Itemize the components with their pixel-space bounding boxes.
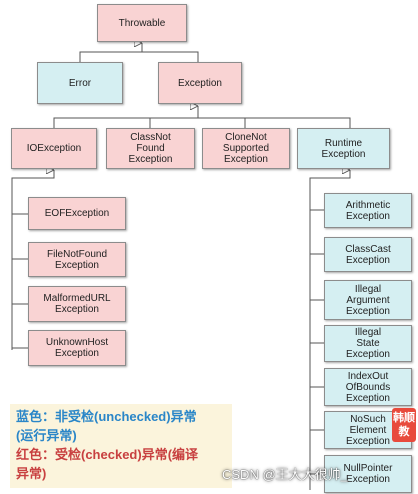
node-arithmeticexception: Arithmetic Exception — [324, 193, 412, 228]
author-badge: 韩顺 教 — [392, 408, 416, 442]
node-illegalargumentexception: Illegal Argument Exception — [324, 280, 412, 320]
edge-exception-branch — [53, 117, 351, 128]
node-malformedurlexception: MalformedURL Exception — [28, 286, 126, 322]
node-ioexception: IOException — [11, 128, 97, 169]
edge-runtime — [309, 170, 351, 490]
node-exception: Exception — [158, 62, 242, 104]
node-classnotfound: ClassNot Found Exception — [106, 128, 195, 169]
node-nullpointerexception: NullPointer Exception — [324, 455, 412, 493]
node-unknownhostexception: UnknownHost Exception — [28, 330, 126, 366]
csdn-watermark: CSDN @王大大很帅_ — [222, 467, 348, 482]
edge-ioexception — [11, 170, 55, 350]
legend-unchecked-line1: 蓝色：非受检(unchecked)异常 — [16, 409, 197, 424]
edge-throwable-branch — [79, 51, 199, 62]
node-throwable: Throwable — [97, 4, 187, 42]
node-error: Error — [37, 62, 123, 104]
node-illegalstateexception: Illegal State Exception — [324, 325, 412, 362]
node-filenotfoundexception: FileNotFound Exception — [28, 242, 126, 277]
node-indexoutofboundsexception: IndexOut OfBounds Exception — [324, 368, 412, 406]
node-runtimeexception: Runtime Exception — [297, 128, 390, 169]
legend-checked-line2: 异常) — [16, 466, 47, 481]
node-clonenotsupported: CloneNot Supported Exception — [202, 128, 290, 169]
node-classcastexception: ClassCast Exception — [324, 237, 412, 272]
color-legend: 蓝色：非受检(unchecked)异常 (运行异常) 红色：受检(checked… — [10, 404, 232, 488]
legend-unchecked-line2: (运行异常) — [16, 428, 77, 443]
node-eofexception: EOFException — [28, 197, 126, 230]
legend-checked-line1: 红色：受检(checked)异常(编译 — [16, 447, 199, 462]
